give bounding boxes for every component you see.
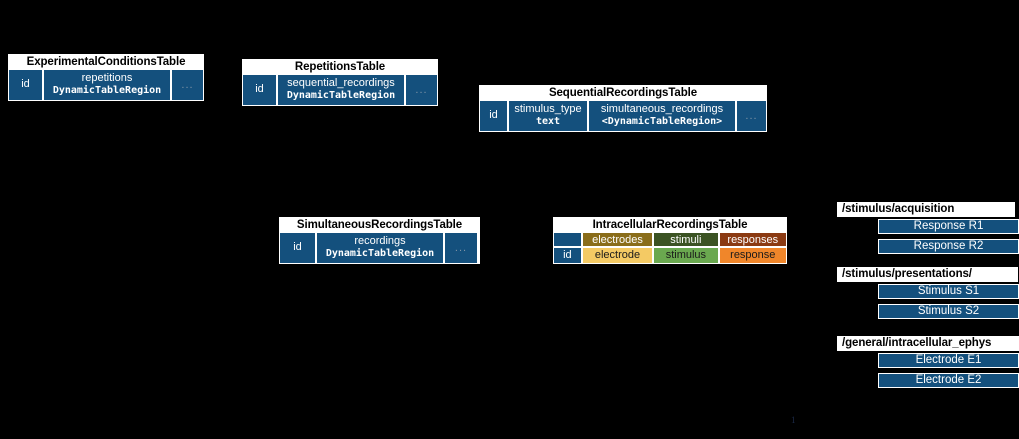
column-more: ...	[172, 69, 204, 101]
stimulus-acquisition-group: /stimulus/acquisition Response R1 Respon…	[837, 202, 1019, 256]
response-r1-item[interactable]: Response R1	[878, 219, 1019, 234]
column-more: ...	[445, 232, 478, 264]
stimulus-s1-item[interactable]: Stimulus S1	[878, 284, 1019, 299]
stimulus-acquisition-label: /stimulus/acquisition	[837, 202, 1015, 217]
column-more: ...	[406, 74, 438, 106]
electrode-e1-item[interactable]: Electrode E1	[878, 353, 1019, 368]
stimulus-s1-label: Stimulus S1	[917, 285, 980, 297]
experimental-conditions-table-row: id repetitions DynamicTableRegion ...	[8, 69, 204, 101]
experimental-conditions-table-title: ExperimentalConditionsTable	[8, 54, 204, 69]
column-electrode-subheader: electrode	[582, 248, 653, 263]
repetitions-table: RepetitionsTable id sequential_recording…	[242, 59, 438, 106]
general-intracellular-ephys-label: /general/intracellular_ephys	[837, 336, 1019, 351]
experimental-conditions-table: ExperimentalConditionsTable id repetitio…	[8, 54, 204, 101]
repetitions-table-row: id sequential_recordings DynamicTableReg…	[242, 74, 438, 106]
electrode-e1-label: Electrode E1	[915, 354, 982, 366]
column-id: id	[8, 69, 44, 101]
intracellular-recordings-table-title: IntracellularRecordingsTable	[553, 217, 787, 232]
column-id: id	[242, 74, 278, 106]
intracellular-recordings-table: IntracellularRecordingsTable id electrod…	[553, 217, 787, 264]
simultaneous-recordings-table-title: SimultaneousRecordingsTable	[279, 217, 480, 232]
electrode-e2-label: Electrode E2	[915, 374, 982, 386]
column-more: ...	[737, 100, 767, 132]
column-simultaneous-recordings: simultaneous_recordings <DynamicTableReg…	[589, 100, 737, 132]
repetitions-table-title: RepetitionsTable	[242, 59, 438, 74]
column-electrodes-header: electrodes	[582, 233, 653, 248]
column-responses: responses response	[719, 233, 786, 263]
response-r2-label: Response R2	[913, 240, 984, 252]
column-repetitions: repetitions DynamicTableRegion	[44, 69, 172, 101]
general-intracellular-ephys-group: /general/intracellular_ephys Electrode E…	[837, 336, 1019, 390]
column-stimuli: stimuli stimulus	[654, 233, 720, 263]
sequential-recordings-table-row: id stimulus_type text simultaneous_recor…	[479, 100, 767, 132]
electrode-e2-item[interactable]: Electrode E2	[878, 373, 1019, 388]
stimulus-s2-item[interactable]: Stimulus S2	[878, 304, 1019, 319]
page-number: 1	[791, 415, 796, 425]
column-id: id	[279, 232, 317, 264]
simultaneous-recordings-table: SimultaneousRecordingsTable id recording…	[279, 217, 480, 264]
column-sequential-recordings: sequential_recordings DynamicTableRegion	[278, 74, 406, 106]
column-stimulus-type: stimulus_type text	[509, 100, 589, 132]
column-response-subheader: response	[719, 248, 786, 263]
simultaneous-recordings-table-row: id recordings DynamicTableRegion ...	[279, 232, 480, 264]
column-electrodes: electrodes electrode	[582, 233, 655, 263]
sequential-recordings-table: SequentialRecordingsTable id stimulus_ty…	[479, 85, 767, 132]
response-r2-item[interactable]: Response R2	[878, 239, 1019, 254]
column-id: id	[479, 100, 509, 132]
column-recordings: recordings DynamicTableRegion	[317, 232, 445, 264]
column-responses-header: responses	[719, 233, 786, 248]
stimulus-presentations-group: /stimulus/presentations/ Stimulus S1 Sti…	[837, 267, 1019, 321]
column-id-label: id	[554, 248, 581, 263]
response-r1-label: Response R1	[913, 220, 984, 232]
column-stimulus-subheader: stimulus	[654, 248, 718, 263]
column-id-header	[554, 233, 581, 248]
column-stimuli-header: stimuli	[654, 233, 718, 248]
stimulus-presentations-label: /stimulus/presentations/	[837, 267, 1018, 282]
stimulus-s2-label: Stimulus S2	[917, 305, 980, 317]
sequential-recordings-table-title: SequentialRecordingsTable	[479, 85, 767, 100]
column-id: id	[554, 233, 583, 263]
intracellular-recordings-table-grid: id electrodes electrode stimuli stimulus…	[553, 232, 787, 264]
